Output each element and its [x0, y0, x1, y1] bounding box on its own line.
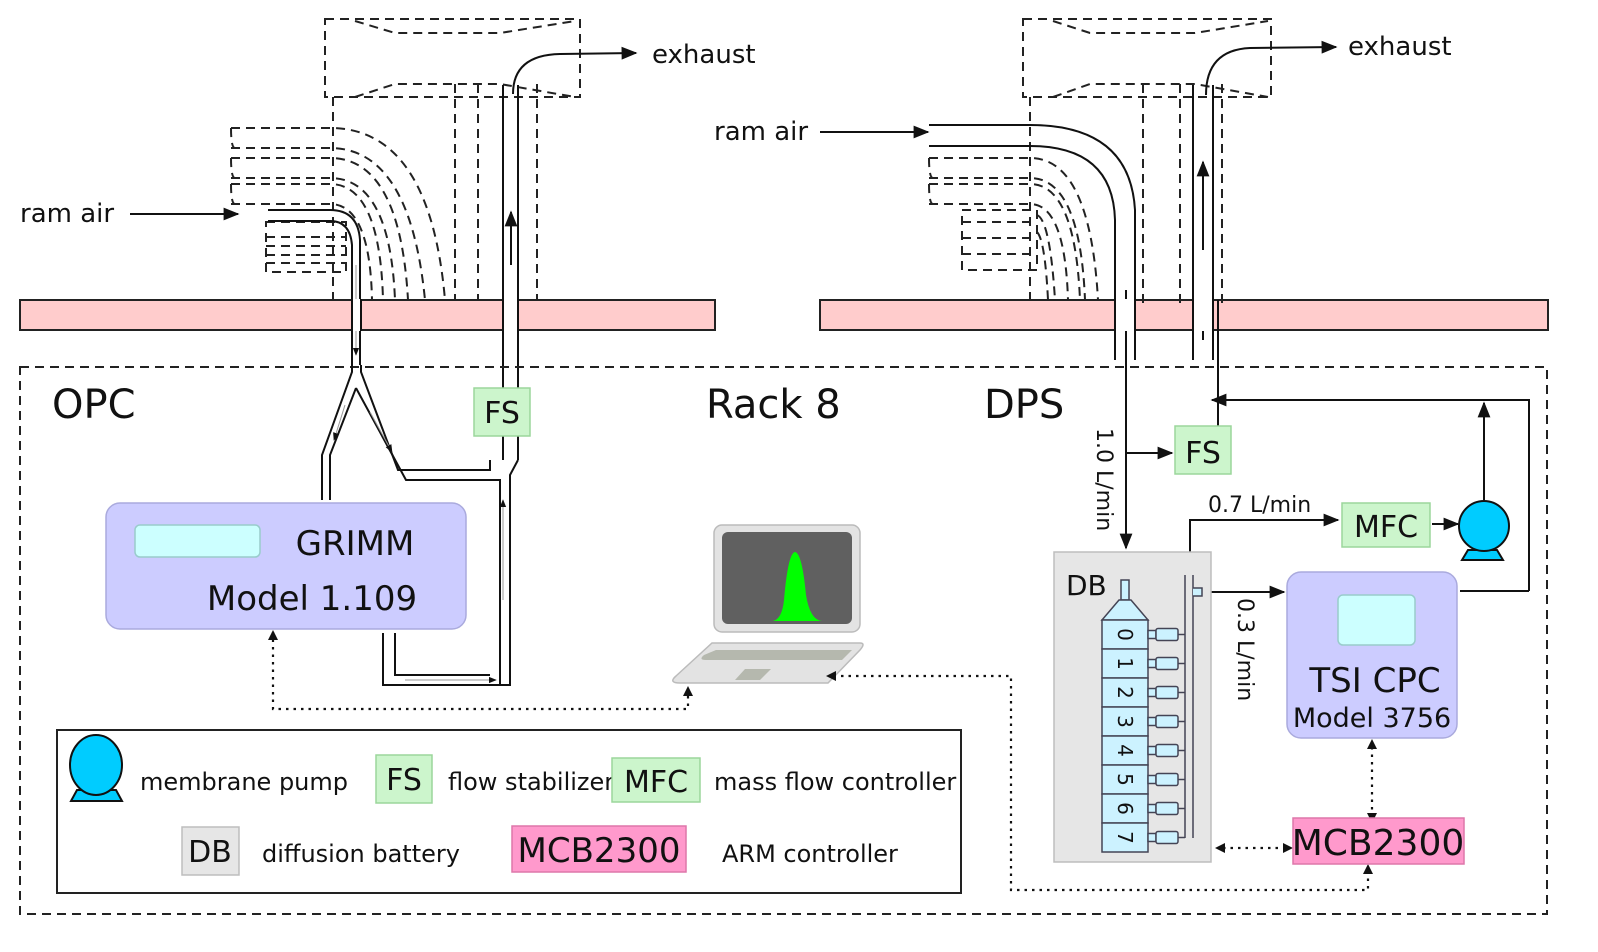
- db-stage-label: 1: [1113, 657, 1137, 670]
- grimm-display: [134, 524, 261, 558]
- right-exhaust-label: exhaust: [1348, 32, 1452, 62]
- db-stage-label: 3: [1113, 715, 1137, 728]
- left-exhaust-label: exhaust: [652, 40, 756, 70]
- db-stage-label: 4: [1113, 744, 1137, 757]
- opc-section-label: OPC: [52, 382, 136, 428]
- db-stage-label: 2: [1113, 686, 1137, 699]
- db-stage-connector: [1147, 832, 1157, 843]
- legend-db-desc: diffusion battery: [262, 840, 460, 868]
- cpc-model: Model 3756: [1293, 703, 1451, 734]
- db-stage-4: [1101, 735, 1149, 766]
- cpc-name: TSI CPC: [1308, 661, 1440, 701]
- legend-mfc-desc: mass flow controller: [714, 768, 956, 796]
- legend: membrane pump FS mass flow controller fl…: [56, 729, 962, 894]
- cpc-display: [1337, 594, 1416, 646]
- legend-pump-icon: [69, 734, 124, 802]
- db-stage-connector: [1147, 687, 1157, 698]
- rack-boundary: [19, 366, 1548, 915]
- db-stage-valve[interactable]: [1155, 627, 1179, 642]
- db-stage-label: 6: [1113, 802, 1137, 815]
- flow-in-label: 1.0 L/min: [1091, 428, 1116, 531]
- db-stage-valve[interactable]: [1155, 743, 1179, 758]
- legend-db-symbol: DB: [188, 835, 232, 870]
- membrane-pump-icon: [1458, 500, 1510, 561]
- dps-plumbing: [1126, 300, 1530, 599]
- left-inlet: ram air exhaust: [20, 18, 756, 460]
- legend-fs-symbol: FS: [386, 763, 422, 798]
- db-stage-connector: [1147, 658, 1157, 669]
- laptop-icon: [672, 524, 864, 684]
- mcb2300-label: MCB2300: [1292, 823, 1465, 864]
- db-stage-connector: [1147, 745, 1157, 756]
- grimm-model: Model 1.109: [207, 579, 417, 619]
- flow-mfc-label: 0.7 L/min: [1208, 493, 1311, 518]
- mfc-label: MFC: [1354, 510, 1418, 545]
- legend-mcb-symbol: MCB2300: [518, 831, 681, 871]
- legend-pump-label: membrane pump: [140, 768, 348, 796]
- mass-flow-controller[interactable]: MFC: [1341, 502, 1431, 548]
- dps-section-label: DPS: [984, 382, 1064, 428]
- opc-flow-stabilizer[interactable]: FS: [473, 387, 531, 437]
- right-ram-air-label: ram air: [714, 117, 808, 147]
- db-stage-valve[interactable]: [1155, 830, 1179, 845]
- db-label: DB: [1066, 569, 1107, 602]
- left-dashed-shroud: [230, 84, 538, 305]
- db-stage-connector: [1147, 774, 1157, 785]
- legend-fs-desc: flow stabilizer: [448, 768, 614, 796]
- db-stage-label: 5: [1113, 773, 1137, 786]
- left-exhaust-housing: [324, 18, 581, 98]
- db-stage-label: 7: [1113, 831, 1137, 844]
- db-stage-valve[interactable]: [1155, 772, 1179, 787]
- legend-mfc-symbol: MFC: [624, 765, 688, 800]
- legend-mcb-desc: ARM controller: [722, 840, 898, 868]
- left-fuselage-wall: [19, 299, 716, 331]
- db-stages: 0 1 2 3 4 5 6 7: [1101, 619, 1185, 853]
- right-exhaust-housing: [1022, 18, 1272, 98]
- right-fuselage-wall: [819, 299, 1549, 331]
- flow-cpc-label: 0.3 L/min: [1232, 598, 1257, 701]
- grimm-instrument[interactable]: GRIMM Model 1.109: [105, 502, 467, 630]
- db-stage-valve[interactable]: [1155, 685, 1179, 700]
- mcb2300-controller[interactable]: MCB2300: [1292, 817, 1465, 865]
- diffusion-battery[interactable]: DB 0 1 2 3 4 5 6 7: [1053, 551, 1212, 863]
- db-stage-valve[interactable]: [1155, 801, 1179, 816]
- left-ram-air-label: ram air: [20, 199, 114, 229]
- dps-flow-stabilizer[interactable]: FS: [1174, 425, 1232, 475]
- db-stage-connector: [1147, 803, 1157, 814]
- opc-fs-label: FS: [484, 396, 520, 431]
- db-stage-connector: [1147, 629, 1157, 640]
- db-stage-label: 0: [1113, 628, 1137, 641]
- opc-plumbing: [321, 365, 519, 686]
- tsi-cpc-instrument[interactable]: TSI CPC Model 3756: [1286, 571, 1458, 739]
- right-dashed-shroud: [928, 84, 1223, 305]
- grimm-name: GRIMM: [296, 524, 415, 564]
- rack-label: Rack 8: [706, 382, 841, 428]
- db-stage-valve[interactable]: [1155, 714, 1179, 729]
- dps-fs-label: FS: [1185, 436, 1221, 471]
- right-inlet: ram air exhaust: [714, 18, 1452, 550]
- db-stage-6: [1101, 793, 1149, 824]
- right-sample-tube: [929, 124, 1136, 550]
- db-stage-connector: [1147, 716, 1157, 727]
- laptop-curve: [773, 552, 822, 621]
- db-stage-valve[interactable]: [1155, 656, 1179, 671]
